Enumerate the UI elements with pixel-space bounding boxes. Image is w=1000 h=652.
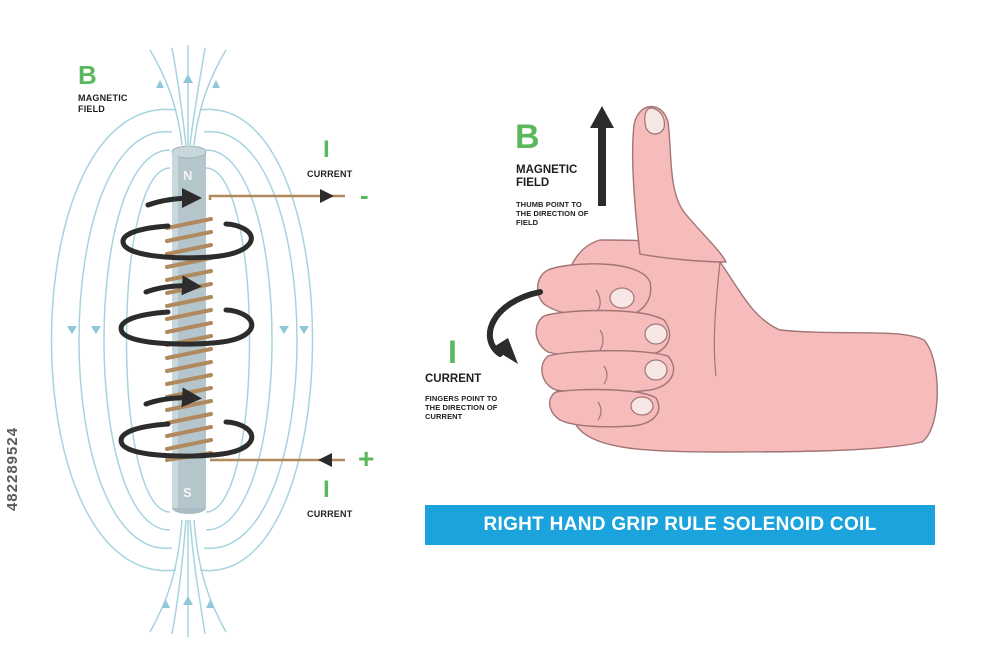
fingernails xyxy=(609,107,668,416)
field-line-top-1 xyxy=(149,49,183,146)
field-arrowheads xyxy=(67,74,309,608)
current-loop-1-back xyxy=(145,188,202,209)
lead-arrow-bottom xyxy=(318,453,332,467)
field-line-top-4 xyxy=(189,47,206,146)
thumb xyxy=(631,105,727,263)
field-loop-left-middle xyxy=(103,149,171,531)
thumb-nail xyxy=(644,107,665,135)
current-top-label: CURRENT xyxy=(307,169,353,179)
current-bottom-letter: I xyxy=(323,476,330,503)
solenoid-magnetic-field-label: MAGNETIC FIELD xyxy=(78,93,128,114)
right-hand xyxy=(535,105,938,453)
lead-wire-top xyxy=(208,194,345,200)
current-bottom-label: CURRENT xyxy=(307,509,353,519)
field-arrow-right-middle xyxy=(279,326,289,334)
field-arrow-top-right xyxy=(212,80,220,88)
stock-id: 482289524 xyxy=(4,426,21,512)
field-line-top-2 xyxy=(171,47,187,146)
field-arrow-bottom xyxy=(183,596,193,605)
field-loop-left-far xyxy=(50,108,177,572)
current-direction-arrow xyxy=(486,289,543,364)
fingers-direction-note: FINGERS POINT TO THE DIRECTION OF CURREN… xyxy=(425,394,498,421)
little-nail xyxy=(630,396,654,416)
field-line-bottom-4 xyxy=(189,519,206,635)
field-loop-right-outer xyxy=(203,131,298,549)
current-loops xyxy=(118,188,255,459)
field-loop-left-outer xyxy=(78,131,173,549)
field-arrow-left-middle xyxy=(91,326,101,334)
hand-magnetic-field-label: MAGNETIC FIELD xyxy=(516,164,578,189)
ring-finger xyxy=(541,350,675,394)
current-loop-3-front xyxy=(118,419,255,459)
field-line-bottom-2 xyxy=(171,519,187,635)
current-top-letter: I xyxy=(323,136,330,163)
field-loop-right-middle xyxy=(205,149,273,531)
field-arrow-left-outer xyxy=(67,326,77,334)
hand-current-label: CURRENT xyxy=(425,373,482,385)
field-arrow-right-outer xyxy=(299,326,309,334)
field-arrow-bottom-left xyxy=(162,600,170,608)
field-arrow-top-left xyxy=(156,80,164,88)
hand-b-letter: B xyxy=(515,118,540,156)
ring-nail xyxy=(644,359,668,381)
field-line-top-5 xyxy=(193,49,227,146)
current-loop-2-back xyxy=(143,275,202,296)
south-pole-label: S xyxy=(183,485,192,500)
field-arrow-bottom-right xyxy=(206,600,214,608)
little-finger xyxy=(549,388,660,428)
positive-terminal-sign: + xyxy=(358,443,375,474)
field-loop-left-inner xyxy=(125,167,171,513)
middle-nail xyxy=(644,323,668,345)
north-pole-label: N xyxy=(183,168,193,183)
current-loop-2-front xyxy=(118,307,255,347)
current-loop-1-front xyxy=(120,221,254,261)
current-loop-3-back xyxy=(143,387,202,408)
field-direction-arrow xyxy=(590,106,614,206)
title-banner: RIGHT HAND GRIP RULE SOLENOID COIL xyxy=(425,505,935,545)
knuckle-creases xyxy=(595,261,721,421)
thumb-direction-note: THUMB POINT TO THE DIRECTION OF FIELD xyxy=(516,200,589,227)
field-line-bottom-1 xyxy=(149,519,183,633)
field-line-bottom-5 xyxy=(193,519,227,633)
hand-current-letter: I xyxy=(448,334,457,370)
negative-terminal-sign: - xyxy=(360,180,369,210)
field-loop-right-far xyxy=(199,108,314,572)
solenoid-b-letter: B xyxy=(78,60,97,90)
field-loop-right-inner xyxy=(205,167,251,513)
index-nail xyxy=(609,287,635,309)
lead-arrow-top xyxy=(320,189,334,203)
field-lines xyxy=(50,45,314,637)
field-arrow-top xyxy=(183,74,193,83)
